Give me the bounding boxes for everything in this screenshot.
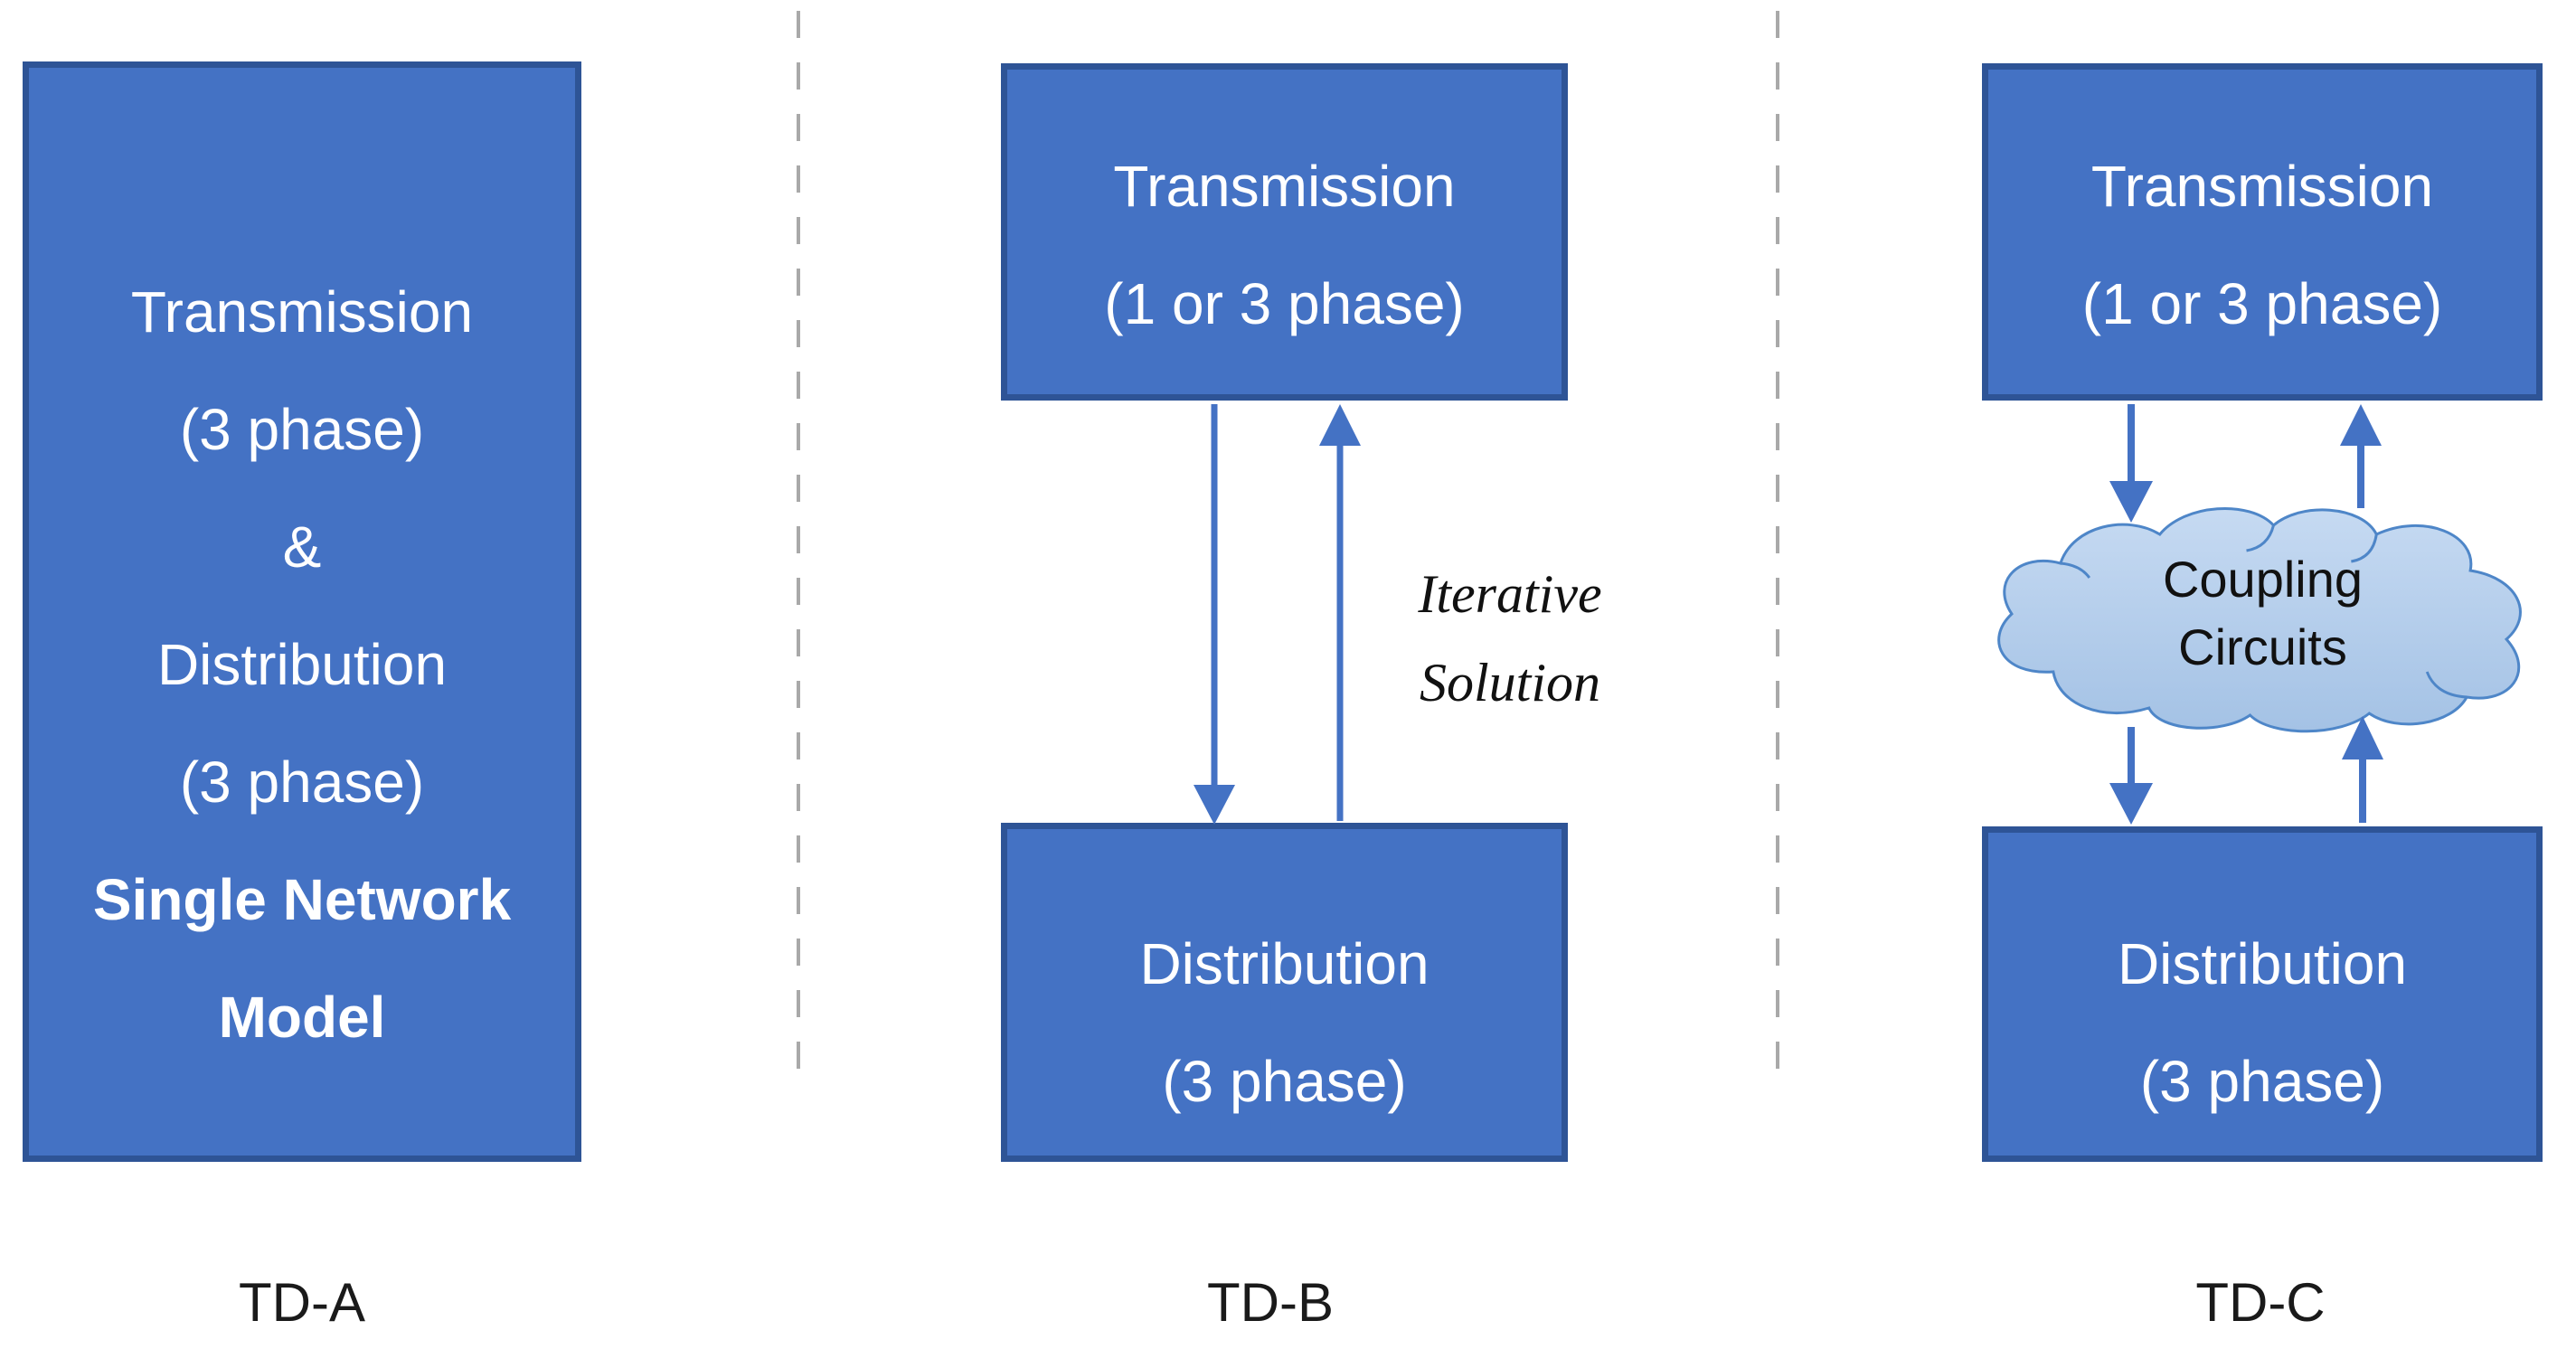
cloud-label: Coupling Circuits [1983,545,2543,681]
box-text-line: Distribution [156,632,448,697]
panel-label-td-a: TD-A [239,1272,365,1333]
box-text-line: (3 phase) [2139,1049,2385,1114]
cloud-inner-arc [2246,524,2275,552]
box-text-line: Distribution [2117,931,2408,996]
annotation-line: Solution [1419,653,1600,712]
box-text-line: Transmission [1113,154,1456,219]
tdc-transmission-box: Transmission (1 or 3 phase) [1982,63,2543,401]
tdc-cloud-to-transmission-arrow [2340,404,2382,508]
box-text-line: Transmission [130,279,474,344]
tdc-distribution-to-cloud-arrow [2342,716,2383,823]
panel-label-td-b: TD-B [1207,1272,1334,1333]
coupling-circuits-cloud: Coupling Circuits [1983,495,2543,739]
box-text-line: Model [218,985,386,1050]
box-text-line: Single Network [92,867,512,932]
box-text-line: & [282,514,322,580]
cloud-shape [1997,506,2522,733]
box-text-line: Transmission [2090,154,2434,219]
box-text-line: (3 phase) [1162,1049,1407,1114]
cloud-label-line: Circuits [2178,618,2347,675]
tdc-transmission-to-cloud-arrow [2109,404,2153,523]
tdb-distribution-box: Distribution (3 phase) [1001,823,1568,1162]
tdc-distribution-box: Distribution (3 phase) [1982,826,2543,1162]
box-text-line: (1 or 3 phase) [1104,271,1465,336]
box-text-line: (1 or 3 phase) [2081,271,2443,336]
box-text-line: (3 phase) [179,750,425,815]
cloud-label-line: Coupling [2162,551,2364,608]
tdb-up-arrow [1319,404,1361,821]
cloud-inner-arc [2425,671,2467,699]
tdc-cloud-to-distribution-arrow [2109,727,2153,825]
cloud-inner-arc [2060,561,2091,579]
cloud-inner-arc [2351,533,2378,563]
tdb-transmission-box: Transmission (1 or 3 phase) [1001,63,1568,401]
annotation-line: Iterative [1418,564,1602,624]
box-text-line: Distribution [1139,931,1430,996]
box-text-line: (3 phase) [179,397,425,462]
tda-single-network-box: Transmission (3 phase) & Distribution (3… [23,61,581,1162]
panel-label-td-c: TD-C [2195,1272,2326,1333]
iterative-solution-annotation: Iterative Solution [1352,550,1668,727]
tdb-down-arrow [1194,404,1235,825]
